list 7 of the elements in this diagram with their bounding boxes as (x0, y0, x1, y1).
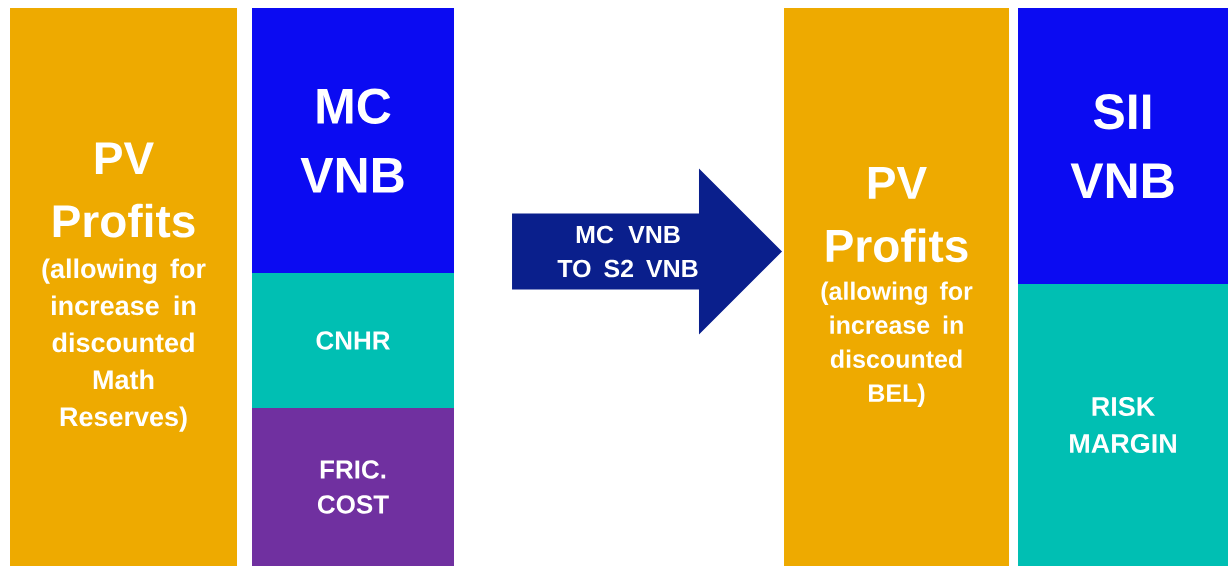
bar-segment: FRIC. COST (252, 408, 454, 566)
bar-segment: PV Profits (allowing for increase in discounted BEL) (784, 8, 1009, 566)
bar-segment: MC VNB (252, 8, 454, 273)
bar-segment: RISK MARGIN (1018, 284, 1228, 566)
bar-segment: CNHR (252, 273, 454, 408)
bar-segment: SII VNB (1018, 8, 1228, 284)
bar-segment: PV Profits (allowing for increase in discounted Math Reserves) (10, 8, 237, 566)
